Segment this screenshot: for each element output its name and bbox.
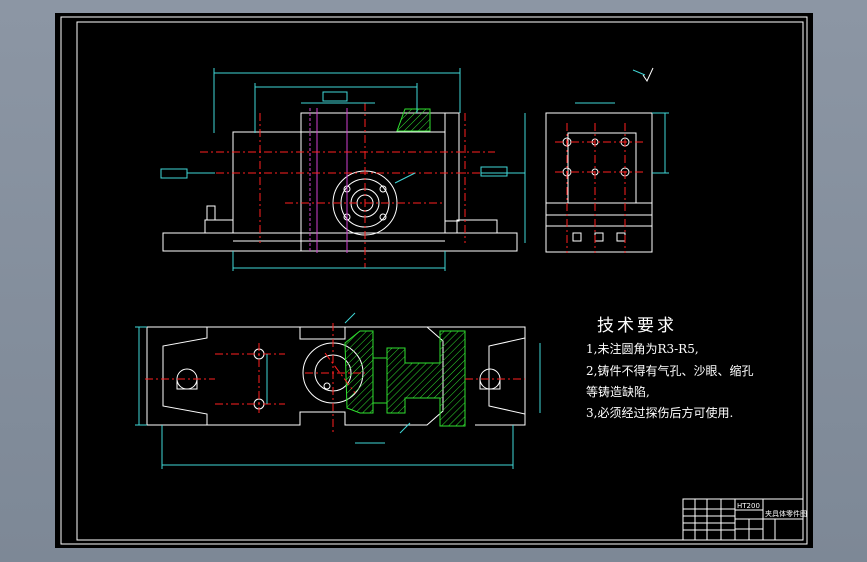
outer-frame — [60, 16, 808, 545]
front-view-centerlines — [200, 103, 495, 268]
technical-requirement-line-1: 1,未注圆角为R3-R5, — [586, 342, 699, 356]
top-view — [146, 326, 526, 426]
technical-requirement-line-4: 3,必须经过探伤后方可使用. — [586, 406, 734, 420]
title-block-drawing-name: 夹具体零件图 — [765, 509, 807, 518]
side-view-dimensions — [575, 67, 669, 174]
part-drawing: HT200 夹具体零件图 — [60, 16, 808, 545]
top-view-centerlines — [145, 323, 525, 433]
side-view-centerlines — [555, 123, 645, 253]
front-view — [162, 108, 518, 252]
technical-requirement-line-2: 2,铸件不得有气孔、沙眼、缩孔 — [586, 364, 754, 378]
title-block — [682, 498, 804, 541]
title-block-material: HT200 — [737, 502, 760, 510]
side-view — [545, 112, 653, 253]
top-view-hatched-section — [344, 330, 466, 427]
inner-frame — [76, 21, 804, 541]
front-view-dimensions — [160, 68, 526, 271]
technical-requirement-line-3: 等铸造缺陷, — [586, 385, 650, 399]
cad-viewport[interactable]: HT200 夹具体零件图 技术要求 1,未注圆角为R3-R5, 2,铸件不得有气… — [55, 13, 813, 548]
top-view-dimensions — [135, 312, 541, 469]
technical-requirements-title: 技术要求 — [597, 316, 677, 336]
front-view-hidden — [309, 108, 348, 253]
